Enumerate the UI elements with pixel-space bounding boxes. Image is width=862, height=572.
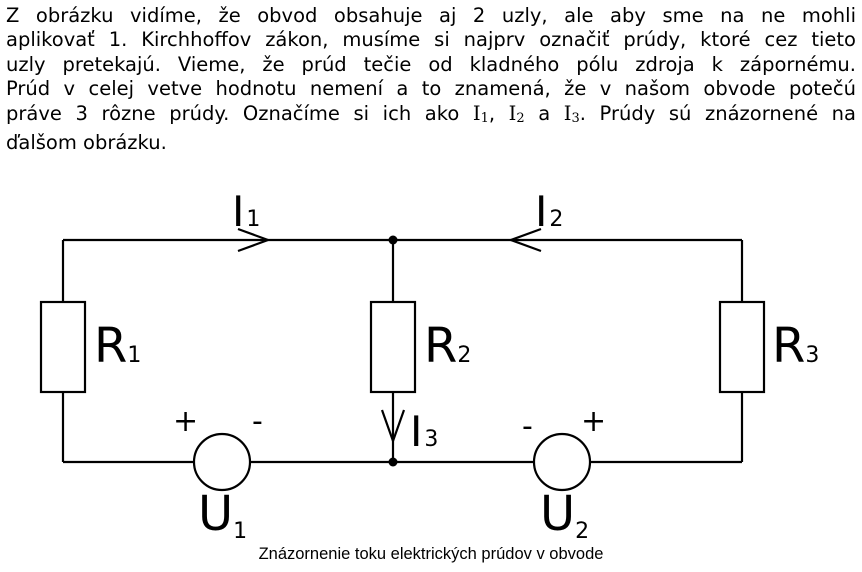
label-u2: U2 — [540, 486, 589, 544]
label-i3: I3 — [410, 407, 438, 456]
current-i1-inline: I1 — [472, 101, 489, 126]
polarity-u2-minus: - — [522, 409, 533, 444]
paragraph-line-6: ďalšom obrázku. — [6, 131, 167, 155]
current-i3-inline: I3 — [563, 101, 580, 126]
label-u1: U1 — [198, 486, 247, 544]
arrow-i2 — [507, 227, 542, 253]
paragraph-line-5: práve 3 rôzne prúdy. Označíme si ich ako… — [6, 101, 856, 126]
explanation-paragraph: Z obrázku vidíme, že obvod obsahuje aj 2… — [6, 4, 856, 155]
paragraph-line-2: aplikovať 1. Kirchhoffov zákon, musíme s… — [6, 28, 856, 52]
paragraph-line-4: Prúd v celej vetve hodnotu nemení a to z… — [6, 77, 856, 101]
polarity-u2-plus: + — [581, 404, 606, 439]
arrow-i3 — [380, 409, 406, 445]
arrow-i1 — [237, 227, 272, 253]
polarity-u1-plus: + — [173, 404, 198, 439]
line5-end: . Prúdy sú znázornené na — [579, 101, 856, 125]
label-r3: R3 — [772, 318, 819, 374]
source-u2 — [532, 432, 592, 492]
label-i2: I2 — [535, 187, 563, 236]
figure-caption: Znázornenie toku elektrických prúdov v o… — [258, 545, 604, 563]
paragraph-line-1: Z obrázku vidíme, že obvod obsahuje aj 2… — [6, 4, 856, 27]
node-bottom — [388, 457, 398, 467]
polarity-u1-minus: - — [252, 404, 263, 439]
resistor-r2 — [369, 300, 417, 394]
line5-start: práve 3 rôzne prúdy. Označíme si ich ako — [6, 101, 473, 125]
source-u1 — [192, 432, 252, 492]
resistor-r1 — [39, 300, 87, 394]
label-i1: I1 — [232, 187, 260, 236]
node-top — [388, 235, 398, 245]
label-r2: R2 — [424, 318, 471, 374]
current-i2-inline: I2 — [508, 101, 525, 126]
paragraph-line-3: uzly pretekajú. Vieme, že prúd tečie od … — [6, 52, 856, 76]
label-r1: R1 — [94, 318, 141, 374]
resistor-r3 — [718, 300, 766, 394]
